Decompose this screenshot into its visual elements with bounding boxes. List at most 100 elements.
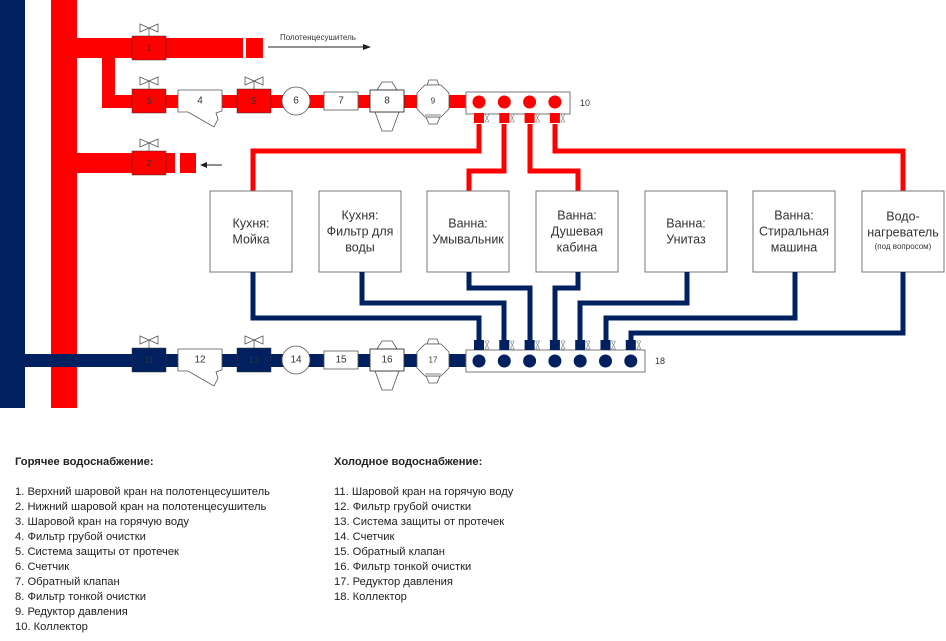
- legend-item: 7. Обратный клапан: [15, 576, 120, 588]
- legend-item: 1. Верхний шаровой кран на полотенцесуши…: [15, 486, 270, 498]
- component-number: 7: [338, 96, 344, 107]
- cold-pipe-toilet: [577, 272, 690, 340]
- hot-pipe-kitchen-sink: [250, 124, 482, 191]
- consumer-label: Водо-: [886, 210, 919, 224]
- legend-item: 18. Коллектор: [334, 591, 407, 603]
- consumer-note: (под вопросом): [875, 242, 932, 251]
- outlet-port-icon: [472, 95, 486, 109]
- hot-component-2-ball-valve: 2: [131, 138, 167, 176]
- component-number: 1: [146, 43, 151, 53]
- cold-manifold: 18: [465, 340, 665, 373]
- component-number: 11: [144, 355, 153, 365]
- outlet-port-icon: [497, 95, 511, 109]
- hot-outlet: [548, 95, 566, 123]
- outlet-port-icon: [599, 354, 612, 368]
- consumer-label: Умывальник: [432, 233, 504, 247]
- consumer-label: Ванна:: [448, 217, 488, 231]
- arrow-head-icon: [200, 162, 207, 168]
- legend-item: 8. Фильтр тонкой очистки: [15, 591, 147, 603]
- outlet-valve-icon: [611, 340, 616, 350]
- cold-outlet: [472, 340, 490, 368]
- consumer-box: Кухня:Мойка: [209, 190, 293, 273]
- outlet-port-icon: [573, 354, 587, 368]
- cold-pipe-kitchen-sink: [250, 272, 482, 340]
- component-number: 17: [429, 356, 438, 365]
- outlet-valve-icon: [535, 113, 540, 123]
- legend-item: 15. Обратный клапан: [334, 546, 445, 558]
- legend-item: 5. Система защиты от протечек: [15, 546, 179, 558]
- cold-outlet: [599, 340, 616, 368]
- cold-component-16-fine-filter: 16: [369, 340, 405, 391]
- cold-component-17-pressure-reducer: 17: [416, 338, 450, 384]
- hot-component-8-fine-filter: 8: [369, 81, 405, 132]
- legend-item: 10. Коллектор: [15, 621, 88, 633]
- consumer-label: Фильтр для: [327, 225, 394, 239]
- hot-manifold-number: 10: [580, 98, 590, 108]
- outlet-port-icon: [523, 354, 537, 368]
- legend-item: 9. Редуктор давления: [15, 606, 128, 618]
- hot-pipe-shower: [527, 124, 581, 191]
- consumer-label: Унитаз: [666, 233, 706, 247]
- cold-outlet: [497, 340, 515, 368]
- outlet-valve-icon: [560, 113, 566, 123]
- consumer-label: Душевая: [551, 225, 603, 239]
- legend-item: 12. Фильтр грубой очистки: [334, 501, 472, 513]
- hot-component-9-pressure-reducer: 9: [416, 79, 450, 125]
- outlet-valve-icon: [585, 340, 591, 350]
- component-number: 16: [381, 355, 393, 366]
- component-number: 4: [197, 96, 203, 107]
- consumer-label: машина: [771, 241, 817, 255]
- component-number: 6: [293, 96, 299, 107]
- cold-distribution: [250, 272, 906, 340]
- consumer-box: Ванна: Душевая кабина: [535, 190, 619, 273]
- cold-component-11-ball-valve: 11: [131, 335, 167, 373]
- consumer-label: воды: [345, 241, 374, 255]
- cold-component-14-meter: 14: [281, 345, 311, 375]
- legend-item: 3. Шаровой кран на горячую воду: [15, 516, 189, 528]
- outlet-valve-icon: [560, 340, 566, 350]
- consumer-label: Ванна:: [666, 217, 706, 231]
- consumer-box: Ванна: Умывальник: [426, 190, 510, 273]
- outlet-port-icon: [624, 354, 638, 368]
- hot-pipe-water-heater: [552, 124, 906, 191]
- cold-legend-title: Холодное водоснабжение:: [334, 456, 483, 468]
- consumer-label: Стиральная: [759, 225, 829, 239]
- consumer-box: Ванна: Унитаз: [644, 190, 728, 273]
- component-number: 3: [146, 96, 151, 106]
- cold-outlet: [624, 340, 642, 368]
- outlet-valve-icon: [484, 113, 490, 123]
- hot-outlet: [523, 95, 540, 123]
- hot-riser: [51, 0, 77, 408]
- cold-pipe-washbasin: [466, 272, 533, 340]
- outlet-valve-icon: [535, 340, 540, 350]
- legend-item: 11. Шаровой кран на горячую воду: [334, 486, 514, 498]
- outlet-valve-icon: [510, 340, 515, 350]
- arrow-head-icon: [363, 44, 371, 50]
- legend-item: 4. Фильтр грубой очистки: [15, 531, 146, 543]
- legend-item: 6. Счетчик: [15, 561, 70, 573]
- cold-outlet: [523, 340, 540, 368]
- hot-pipe-washbasin: [466, 124, 507, 191]
- component-number: 9: [431, 97, 436, 106]
- component-number: 14: [290, 355, 302, 366]
- cold-component-12-coarse-filter: 12: [177, 348, 223, 387]
- cold-manifold-number: 18: [655, 356, 665, 366]
- cold-pipe-water-heater: [628, 272, 906, 340]
- cold-component-15-check-valve: 15: [323, 350, 359, 370]
- outlet-port-icon: [472, 354, 486, 368]
- component-number: 2: [146, 158, 151, 168]
- consumer-label: Ванна:: [557, 209, 597, 223]
- hot-manifold: 10: [465, 91, 590, 123]
- consumer-label: кабина: [557, 241, 598, 255]
- cold-water-legend: Холодное водоснабжение: 11. Шаровой кран…: [334, 455, 513, 605]
- legend-item: 13. Система защиты от протечек: [334, 516, 505, 528]
- outlet-port-icon: [523, 95, 537, 109]
- outlet-valve-icon: [484, 340, 490, 350]
- component-number: 15: [335, 355, 347, 366]
- hot-component-7-check-valve: 7: [323, 91, 359, 111]
- cold-pipe-kitchen-filter: [359, 272, 507, 340]
